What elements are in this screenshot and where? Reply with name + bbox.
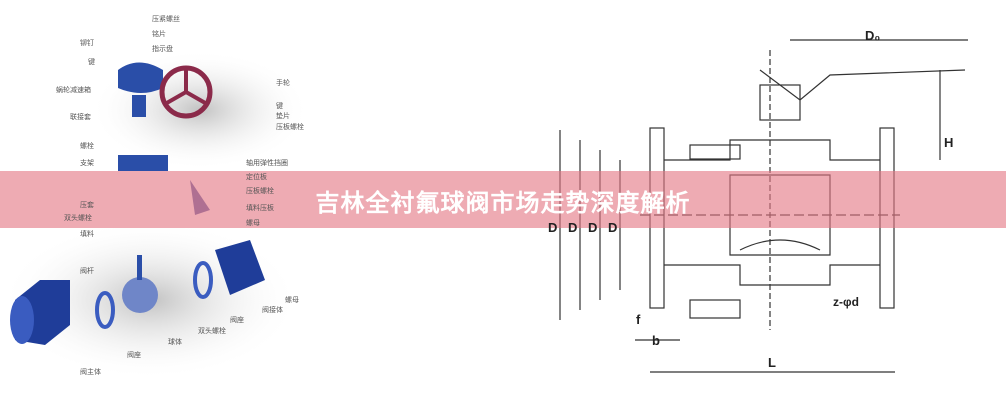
page-title: 吉林全衬氟球阀市场走势深度解析 <box>315 189 691 217</box>
dim-b: b <box>652 333 660 348</box>
dim-d: D <box>568 220 578 235</box>
dim-h: H <box>944 135 954 150</box>
label-part: 手轮 <box>276 79 290 87</box>
label-part: 压紧螺丝 <box>152 15 180 23</box>
dim-d: D <box>588 220 598 235</box>
dim-l: L <box>768 355 776 370</box>
label-part: 填料 <box>80 230 94 238</box>
label-part: 铭片 <box>152 30 166 38</box>
exploded-view-art <box>0 50 310 380</box>
label-part: 垫片 <box>276 112 290 120</box>
dim-f: f <box>636 312 641 327</box>
label-part: 螺母 <box>246 219 260 227</box>
label-part: 联接套 <box>70 113 91 121</box>
label-part: 双头螺栓 <box>198 327 226 335</box>
label-part: 球体 <box>168 338 182 346</box>
dim-d: D <box>608 220 618 235</box>
label-part: 轴用弹性挡圈 <box>246 159 288 167</box>
dim-bolt-holes: z-φd <box>833 295 859 309</box>
label-part: 压套 <box>80 201 94 209</box>
label-part: 阀主体 <box>80 368 101 376</box>
label-part: 铆钉 <box>80 39 94 47</box>
label-part: 压板螺栓 <box>246 187 274 195</box>
label-part: 双头螺栓 <box>64 214 92 222</box>
label-part: 阀座 <box>230 316 244 324</box>
label-part: 蜗轮减速箱 <box>56 86 91 94</box>
label-part: 键 <box>276 102 283 110</box>
label-part: 定位板 <box>246 173 267 181</box>
title-banner <box>0 171 1006 228</box>
label-part: 填料压板 <box>246 204 274 212</box>
label-part: 阀接体 <box>262 306 283 314</box>
label-part: 阀座 <box>127 351 141 359</box>
dim-d0: D₀ <box>865 28 881 43</box>
label-part: 螺栓 <box>80 142 94 150</box>
label-part: 螺母 <box>285 296 299 304</box>
label-part: 支架 <box>80 159 94 167</box>
label-part: 键 <box>88 58 95 66</box>
label-part: 指示盘 <box>152 45 173 53</box>
label-part: 阀杆 <box>80 267 94 275</box>
label-part: 压板螺栓 <box>276 123 304 131</box>
dim-d: D <box>548 220 558 235</box>
